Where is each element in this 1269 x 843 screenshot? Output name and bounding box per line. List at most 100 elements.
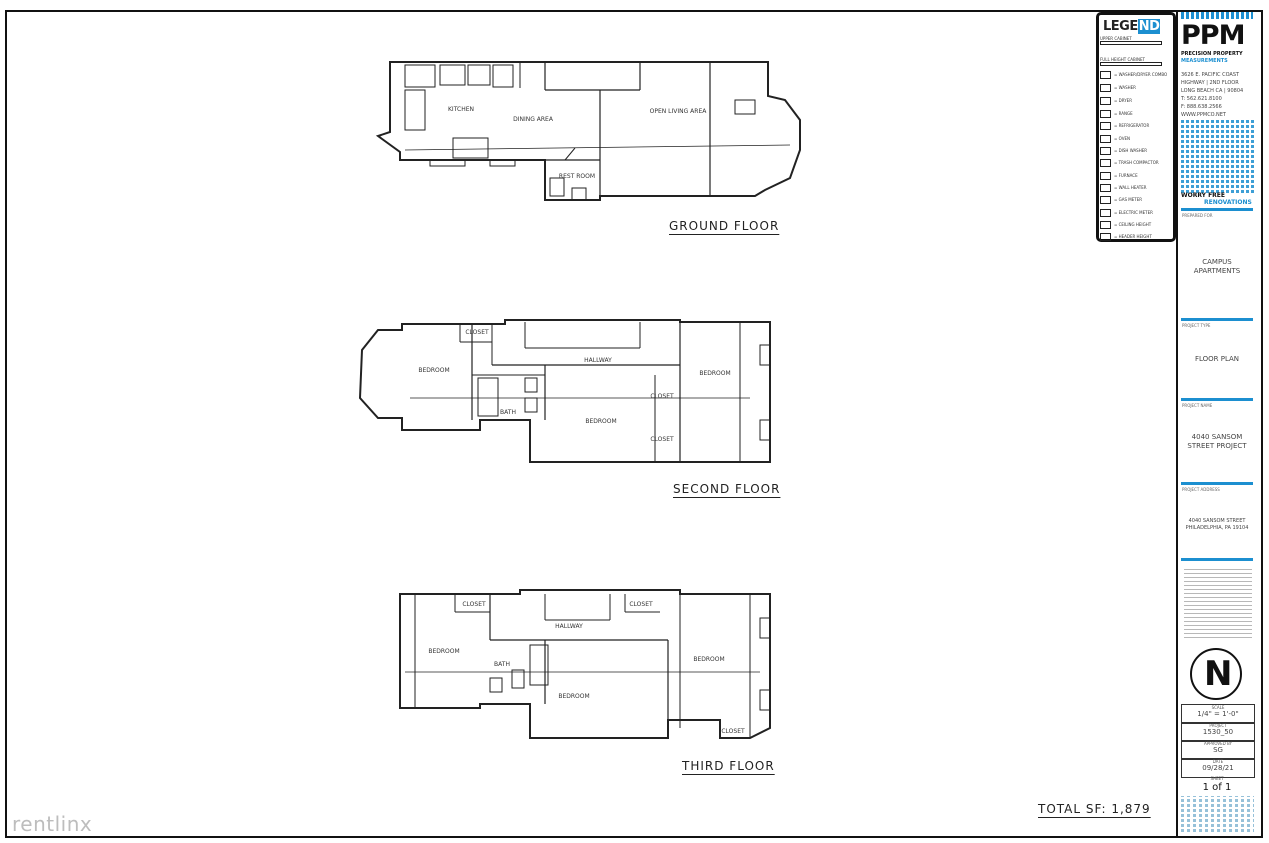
room-label: CLOSET (721, 728, 745, 735)
legend-symbol-icon (1100, 122, 1111, 130)
legend-item-label: = DISH WASHER (1114, 148, 1148, 153)
company-name-1: PRECISION PROPERTY (1181, 51, 1243, 57)
title-block-rule (1181, 558, 1253, 561)
title-block-rule (1181, 482, 1253, 485)
legend-symbol-icon (1100, 233, 1111, 241)
legend-title: LEGEND (1103, 19, 1161, 34)
room-label: HALLWAY (555, 623, 583, 630)
watermark: rentlinx (12, 812, 93, 836)
legend-item-label: = CEILING HEIGHT (1114, 222, 1152, 227)
legend-item-label: = TRASH COMPACTOR (1114, 160, 1159, 165)
legend-symbol-icon (1100, 159, 1111, 167)
legend-item: = ELECTRIC METER (1100, 209, 1153, 217)
legend-item: = WALL HEATER (1100, 184, 1147, 192)
legend-item-label: = RANGE (1114, 111, 1133, 116)
address-line: 3626 E. PACIFIC COAST (1181, 72, 1240, 78)
legend-item-label: = FURNACE (1114, 173, 1138, 178)
legend-item: = DRYER (1100, 97, 1132, 105)
project-name-label: PROJECT NAME (1182, 403, 1213, 408)
legend-symbol-icon (1100, 41, 1162, 45)
sheet-label: SHEET (1210, 776, 1224, 781)
room-label: CLOSET (629, 601, 653, 608)
legend-symbol-icon (1100, 172, 1111, 180)
legend-item: UPPER CABINET (1100, 36, 1165, 45)
legend-symbol-icon (1100, 221, 1111, 229)
legend-item: = WASHER/DRYER COMBO (1100, 71, 1167, 79)
room-label: OPEN LIVING AREA (650, 108, 708, 115)
approved-by-value: SG (1213, 746, 1223, 754)
address-line: F: 888.638.2566 (1181, 104, 1222, 110)
legend-item-label: = DRYER (1114, 98, 1132, 103)
legend-item: = TRASH COMPACTOR (1100, 159, 1159, 167)
scale-value: 1/4" = 1'-0" (1197, 710, 1239, 718)
room-label: CLOSET (465, 329, 489, 336)
project-address-value: 4040 SANSOM STREET PHILADELPHIA, PA 1910… (1185, 518, 1249, 531)
legend-item-label: = WASHER (1114, 85, 1136, 90)
legend-item: = FURNACE (1100, 172, 1138, 180)
company-name-2: MEASUREMENTS (1181, 58, 1228, 64)
north-arrow-icon: N (1190, 648, 1242, 700)
legend-item: = CEILING HEIGHT (1100, 221, 1151, 229)
title-block-rule (1181, 208, 1253, 211)
legend-item-label: = REFRIGERATOR (1114, 123, 1150, 128)
room-label: BATH (494, 661, 510, 668)
room-label: BEDROOM (428, 648, 459, 655)
room-label: BEDROOM (585, 418, 616, 425)
sheet-number: 1 of 1 (1202, 782, 1232, 793)
room-label: BEDROOM (693, 656, 724, 663)
address-line: T: 562.621.8100 (1181, 96, 1222, 102)
room-label: CLOSET (650, 436, 674, 443)
legend-symbol-icon (1100, 184, 1111, 192)
legend-symbol-icon (1100, 209, 1111, 217)
project-number-value: 1530_50 (1202, 728, 1234, 736)
project-type-label: PROJECT TYPE (1182, 323, 1211, 328)
legend-item: = DISH WASHER (1100, 147, 1147, 155)
legend-item-label: = HEADER HEIGHT (1114, 234, 1152, 239)
legend-item-label: = OVEN (1114, 136, 1130, 141)
room-label: BEDROOM (558, 693, 589, 700)
worry-free-text: WORRY FREE (1181, 192, 1225, 199)
legend-item-label: = GAS METER (1114, 197, 1142, 202)
legend-symbol-icon (1100, 135, 1111, 143)
address-line: HIGHWAY | 2ND FLOOR (1181, 80, 1239, 86)
third-floor-plan (399, 589, 771, 739)
address-line: WWW.PPMCO.NET (1181, 112, 1226, 118)
room-label: CLOSET (462, 601, 486, 608)
legend-item: = GAS METER (1100, 196, 1142, 204)
floor-title-ground: GROUND FLOOR (669, 219, 780, 233)
address-line: LONG BEACH CA | 90804 (1181, 88, 1244, 94)
room-label: BEDROOM (418, 367, 449, 374)
legend-symbol-icon (1100, 97, 1111, 105)
renovations-text: RENOVATIONS (1204, 199, 1252, 206)
legend-item: FULL HEIGHT CABINET (1100, 57, 1165, 66)
legend-item: = HEADER HEIGHT (1100, 233, 1152, 241)
legend-item-label: = WASHER/DRYER COMBO (1114, 72, 1168, 77)
total-square-feet: TOTAL SF: 1,879 (1038, 802, 1151, 816)
project-name-value: 4040 SANSOM STREET PROJECT (1187, 433, 1247, 450)
legend-item-label: UPPER CABINET (1100, 36, 1132, 41)
room-label: BATH (500, 409, 516, 416)
footer-mosaic (1181, 796, 1254, 834)
floor-plans: KITCHEN DINING AREA OPEN LIVING AREA RES… (358, 61, 801, 739)
date-value: 09/28/21 (1202, 764, 1234, 772)
room-label: KITCHEN (448, 106, 474, 113)
legend-item: = REFRIGERATOR (1100, 122, 1149, 130)
project-type-value: FLOOR PLAN (1194, 355, 1240, 363)
company-logo: PPM (1181, 20, 1245, 51)
room-label: DINING AREA (513, 116, 554, 123)
floor-title-third: THIRD FLOOR (682, 759, 775, 773)
legend-item: = WASHER (1100, 84, 1136, 92)
legend-symbol-icon (1100, 84, 1111, 92)
title-block-rule (1181, 318, 1253, 321)
legend-item: = RANGE (1100, 110, 1133, 118)
legend-item-label: FULL HEIGHT CABINET (1100, 57, 1145, 62)
legend-symbol-icon (1100, 62, 1162, 66)
logo-mosaic (1181, 120, 1254, 195)
title-block-divider (1176, 10, 1178, 838)
room-label: REST ROOM (559, 173, 595, 180)
legend-symbol-icon (1100, 110, 1111, 118)
prepared-for-label: PREPARED FOR (1182, 213, 1213, 218)
